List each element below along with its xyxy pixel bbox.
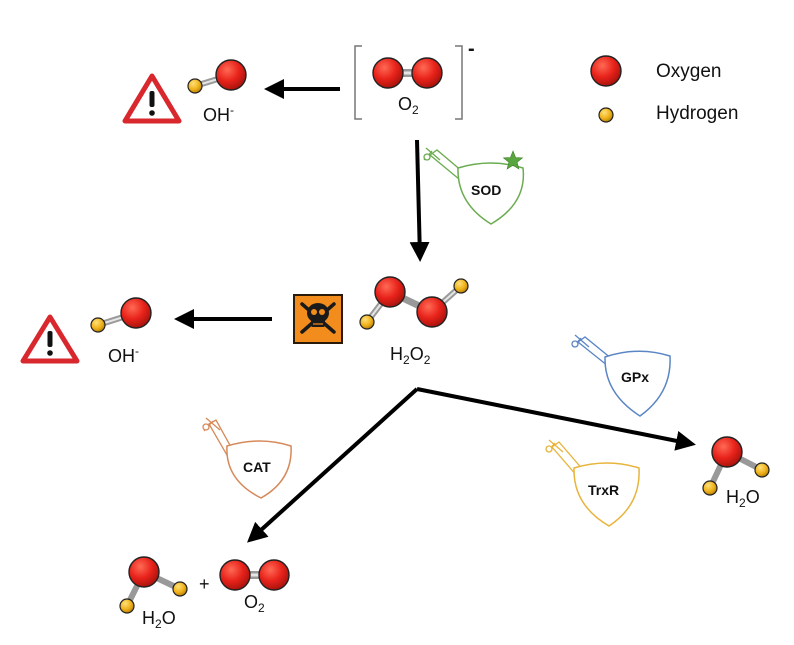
oxygen-bottom-label: O2 (244, 592, 265, 615)
oxygen-atom (120, 297, 152, 329)
peroxide-molecule (359, 276, 469, 330)
oxygen-atom (219, 559, 251, 591)
oxygen-atom (411, 57, 443, 89)
peroxide-label: H2O2 (390, 344, 431, 367)
water-bottom-label: H2O (142, 608, 176, 631)
legend-hydrogen-label: Hydrogen (656, 103, 739, 124)
water-right-label: H2O (726, 487, 760, 510)
oxygen-atom (374, 276, 406, 308)
enzyme-gpx (571, 334, 671, 417)
oxygen-bottom-molecule (219, 559, 290, 591)
arrow-branch-to-water-oxygen (247, 387, 419, 543)
oxygen-atom (128, 556, 160, 588)
hydrogen-atom (359, 314, 375, 330)
enzyme-gpx-label: GPx (621, 369, 650, 385)
enzyme-cat-label: CAT (243, 459, 271, 475)
enzyme-trxr (545, 439, 640, 527)
hydrogen-atom (119, 598, 135, 614)
shield-icon (226, 440, 292, 499)
enzyme-trxr-label: TrxR (588, 482, 620, 498)
star-icon (502, 150, 524, 170)
hydrogen-atom (453, 278, 469, 294)
warning-icon (20, 314, 80, 364)
enzyme-sod-label: SOD (471, 182, 502, 198)
toxic-skull-icon (293, 294, 343, 344)
bracket-right (455, 45, 463, 120)
warning-icon (122, 73, 182, 124)
hydrogen-atom (90, 317, 106, 333)
plus-sign: + (199, 574, 210, 594)
legend-oxygen-swatch (590, 55, 622, 87)
oxygen-atom (258, 559, 290, 591)
superoxide-label: O2 (398, 94, 419, 117)
shield-icon (573, 462, 640, 527)
hydroxyl-top-molecule (187, 59, 247, 94)
arrows (174, 79, 696, 543)
hydrogen-atom (754, 462, 770, 478)
hydroxyl-mid-molecule (90, 297, 152, 333)
hydroxyl-mid-label: OH- (108, 344, 139, 366)
enzyme-cat (202, 417, 292, 499)
shield-icon (457, 162, 525, 225)
legend-oxygen-label: Oxygen (656, 61, 722, 82)
oxygen-atom (711, 436, 743, 468)
shield-icon (604, 350, 671, 417)
legend-hydrogen-swatch (598, 107, 614, 123)
hydrogen-atom (172, 581, 188, 597)
arrow-branch-to-water-right (416, 387, 696, 451)
oxygen-atom (372, 57, 404, 89)
superoxide-charge: - (468, 38, 475, 60)
water-right-molecule (702, 436, 770, 496)
hydrogen-atom (187, 78, 203, 94)
superoxide-molecule (354, 45, 463, 120)
hydrogen-atom (702, 480, 718, 496)
enzyme-sod (423, 147, 525, 225)
oxygen-atom (215, 59, 247, 91)
arrow-superoxide-to-peroxide (409, 139, 430, 262)
bracket-left (354, 45, 362, 120)
hydroxyl-top-label: OH- (203, 103, 234, 125)
water-bottom-molecule (119, 556, 188, 614)
oxygen-atom (416, 296, 448, 328)
legend (590, 55, 622, 123)
